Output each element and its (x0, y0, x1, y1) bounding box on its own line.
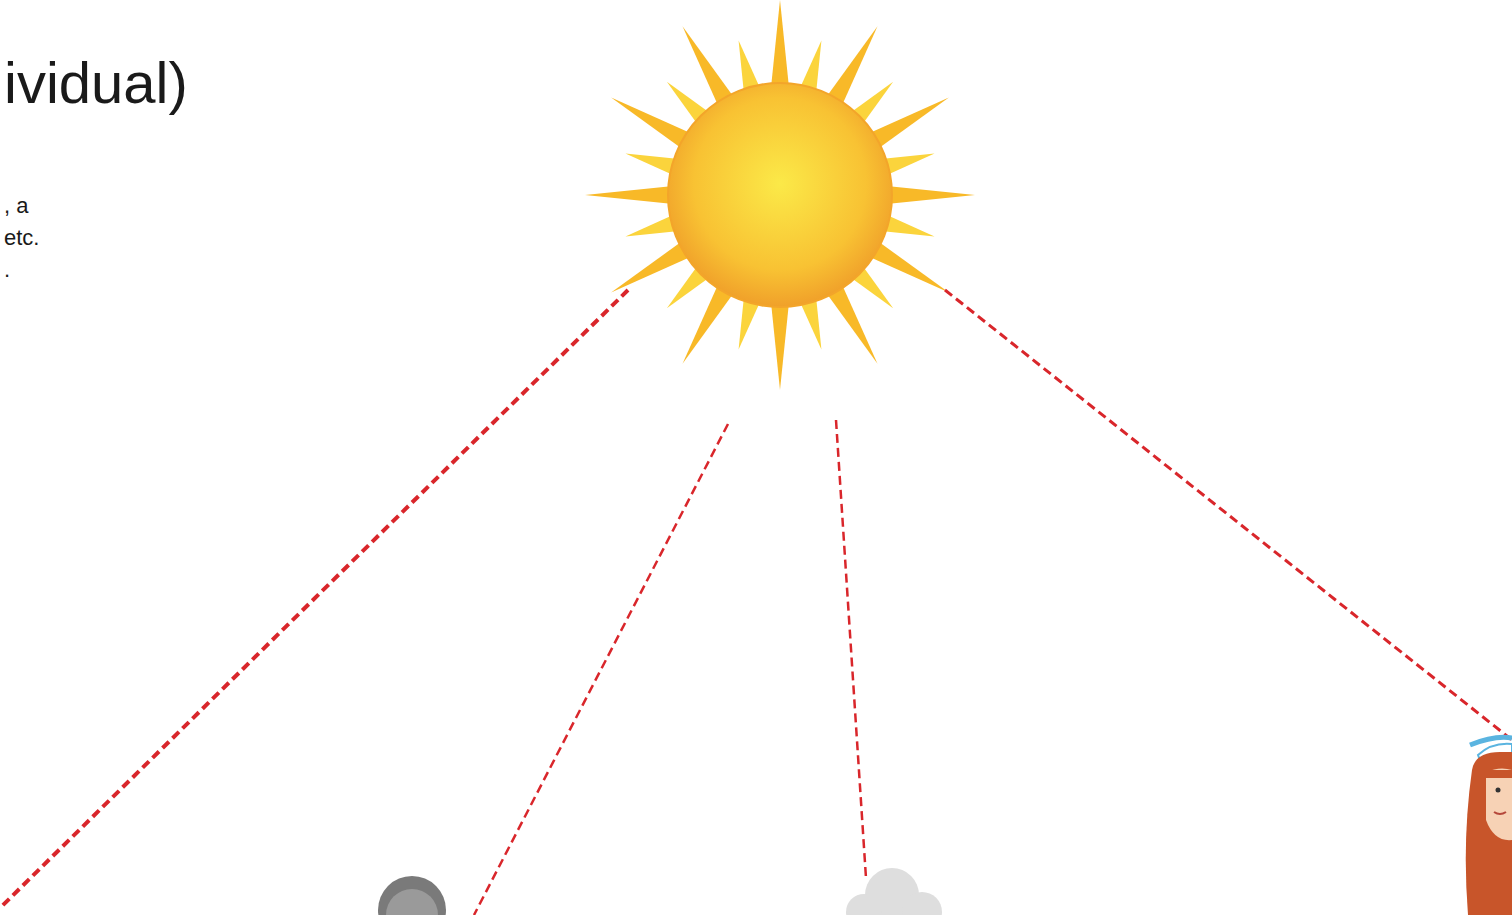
sun-ray (880, 185, 975, 205)
cloud-partial (846, 868, 942, 915)
body-text: etc. (4, 224, 39, 252)
sun-ray (585, 185, 680, 205)
nurse-figure-partial (1466, 737, 1512, 915)
body-text: , a (4, 192, 28, 220)
figure-partial (378, 876, 446, 915)
sun-rays (585, 0, 975, 390)
sun-body (668, 83, 892, 307)
dashed-rays (0, 290, 1512, 915)
sun-ray (770, 0, 790, 95)
sun-ray (770, 295, 790, 390)
body-text: . (4, 256, 10, 284)
slide-title: ividual) (4, 48, 188, 118)
